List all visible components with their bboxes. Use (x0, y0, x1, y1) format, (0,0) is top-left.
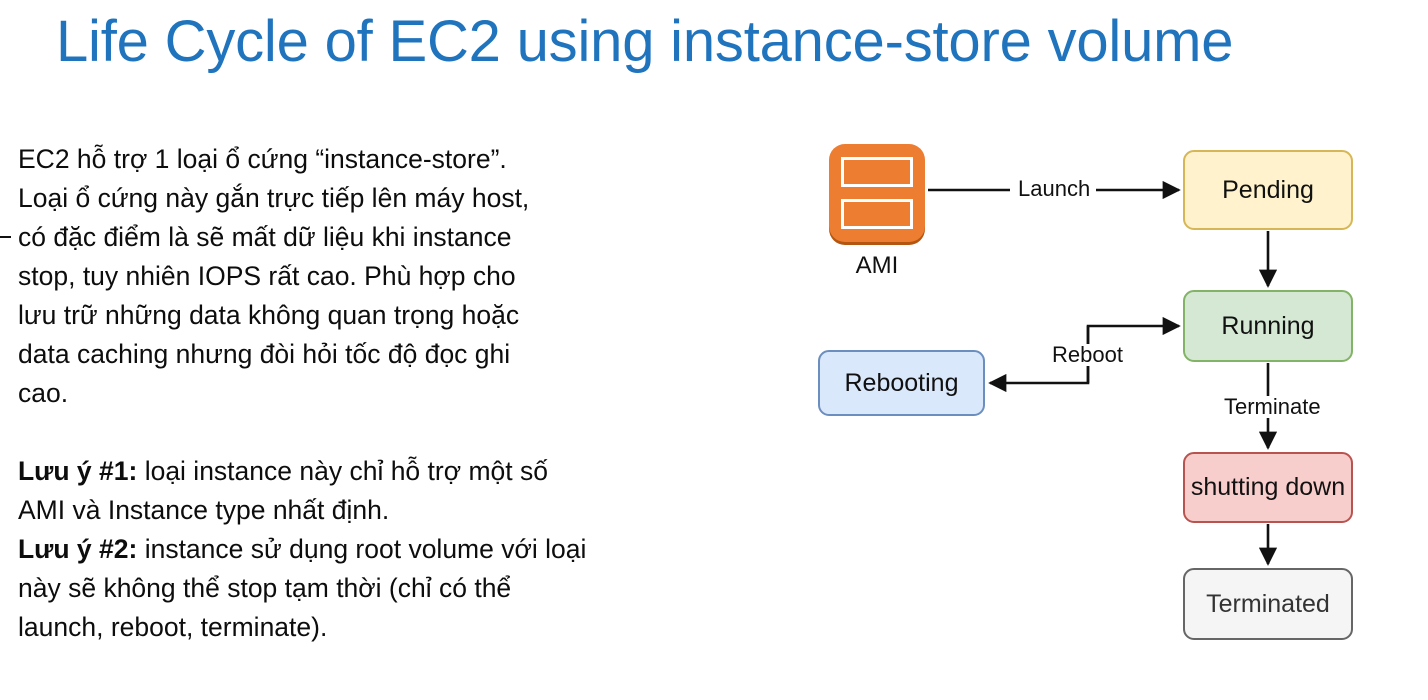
paragraph-line: data caching nhưng đòi hỏi tốc độ đọc gh… (18, 339, 511, 369)
state-node-pending[interactable]: Pending (1183, 150, 1353, 230)
paragraph-line: stop, tuy nhiên IOPS rất cao. Phù hợp ch… (18, 261, 516, 291)
note-2-text: instance sử dụng root volume với loại nà… (18, 534, 587, 642)
edge-label-reboot: Reboot (1047, 344, 1128, 366)
state-node-rebooting[interactable]: Rebooting (818, 350, 985, 416)
description-text-block: EC2 hỗ trợ 1 loại ổ cứng “instance-store… (18, 140, 588, 647)
paragraph-line: EC2 hỗ trợ 1 loại ổ cứng “instance-store… (18, 144, 507, 174)
edge-label-launch: Launch (1013, 178, 1096, 200)
note-1-text: loại instance này chỉ hỗ trợ một số AMI … (18, 456, 548, 525)
paragraph-line: lưu trữ những data không quan trọng hoặc (18, 300, 520, 330)
ami-icon-cell (847, 163, 865, 181)
page-title: Life Cycle of EC2 using instance-store v… (56, 9, 1234, 74)
left-edge-marker (0, 236, 11, 238)
ami-icon-row (841, 199, 913, 229)
ami-icon-cell (889, 205, 907, 223)
edge-label-terminate: Terminate (1219, 396, 1326, 418)
ami-icon-cell (847, 205, 865, 223)
ami-icon-cell (868, 163, 886, 181)
paragraph-line: có đặc điểm là sẽ mất dữ liệu khi instan… (18, 222, 512, 252)
note-1-lead: Lưu ý #1: (18, 456, 138, 486)
ami-icon (829, 144, 925, 242)
state-node-terminated[interactable]: Terminated (1183, 568, 1353, 640)
ami-icon-cell (868, 205, 886, 223)
paragraph-line: cao. (18, 378, 69, 408)
ami-icon-cell (889, 163, 907, 181)
paragraph-line: Loại ổ cứng này gắn trực tiếp lên máy ho… (18, 183, 530, 213)
note-1: Lưu ý #1: loại instance này chỉ hỗ trợ m… (18, 452, 588, 530)
state-node-running[interactable]: Running (1183, 290, 1353, 362)
note-2-lead: Lưu ý #2: (18, 534, 138, 564)
ami-icon-row (841, 157, 913, 187)
state-node-shutting-down[interactable]: shutting down (1183, 452, 1353, 523)
ami-label: AMI (855, 252, 899, 279)
note-2: Lưu ý #2: instance sử dụng root volume v… (18, 530, 588, 647)
